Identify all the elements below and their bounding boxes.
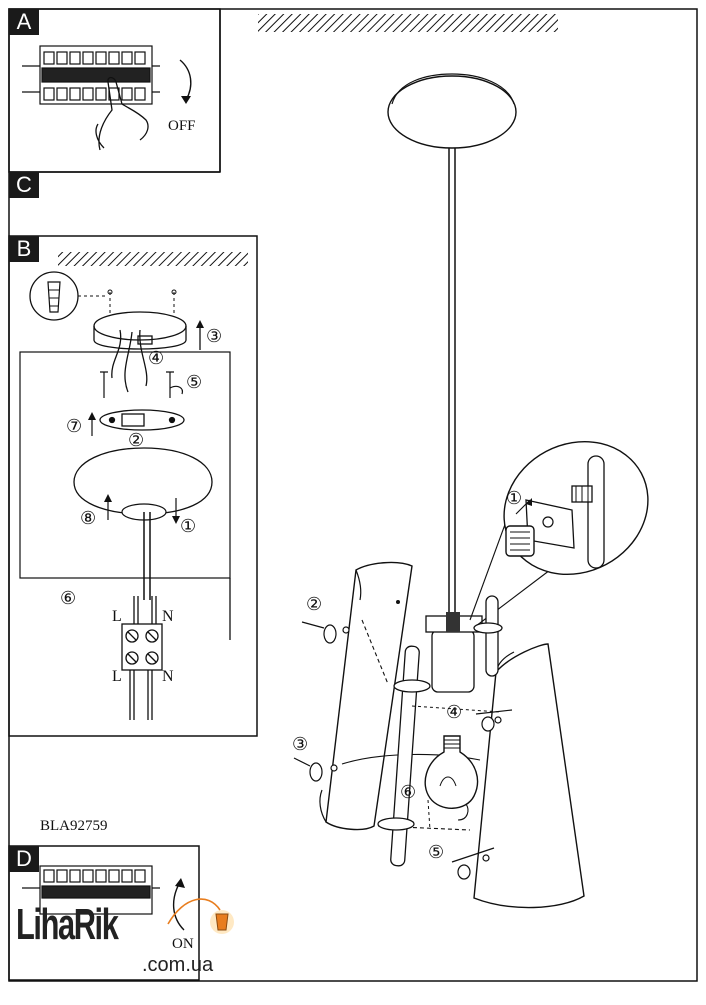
light-bulb-icon — [424, 735, 479, 821]
main-step-2-label: ② — [306, 594, 323, 615]
step-1-label-b: ① — [180, 516, 197, 537]
panel-a — [8, 8, 221, 173]
panel-c — [9, 9, 221, 173]
main-step-3-label: ③ — [292, 734, 309, 755]
panel-d — [8, 845, 200, 981]
main-illustration — [258, 14, 649, 909]
panel-c-letter: C — [9, 172, 39, 198]
wall-plug-icon — [29, 271, 106, 321]
socket-cup — [425, 612, 483, 693]
detail-zoom — [469, 440, 649, 627]
panel-b — [8, 235, 258, 737]
breaker-block-d — [22, 865, 160, 915]
main-step-1-label: ① — [506, 488, 523, 509]
main-step-5-label: ⑤ — [428, 842, 445, 863]
hand-icon — [95, 76, 149, 151]
terminal-n-top: N — [162, 608, 174, 625]
ceiling-hatch-b — [58, 252, 248, 266]
on-label: ON — [172, 936, 194, 952]
breaker-block-a — [22, 45, 160, 105]
step-6-label-b: ⑥ — [60, 588, 77, 609]
panel-a-letter: A — [9, 9, 39, 35]
main-canopy — [387, 73, 517, 149]
step-5-label-b: ⑤ — [186, 372, 203, 393]
main-step-4-label: ④ — [446, 702, 463, 723]
panel-d-letter: D — [9, 846, 39, 872]
step-arrow-7 — [88, 412, 96, 436]
step-8-label: ⑧ — [80, 508, 97, 529]
step-7-label: ⑦ — [66, 416, 83, 437]
step-arrow-3 — [196, 320, 204, 350]
ceiling-hatch-main — [258, 14, 558, 32]
mounting-rings — [377, 622, 503, 831]
watermark-domain: .com.ua — [142, 954, 214, 976]
mounting-bracket-b — [99, 409, 185, 431]
lamp-icon — [167, 898, 234, 934]
watermark-brand: LihaRik — [16, 900, 119, 949]
support-rods — [390, 595, 499, 867]
model-code: BLA92759 — [40, 818, 108, 834]
suspension-rod — [448, 148, 456, 620]
terminal-n-bottom: N — [162, 668, 174, 685]
step-arrow-8 — [104, 494, 112, 520]
panel-b-letter: B — [9, 236, 39, 262]
step-arrow-1 — [172, 498, 180, 524]
main-step-6-label: ⑥ — [400, 782, 417, 803]
screw-markers — [293, 621, 513, 880]
screws-b — [100, 371, 183, 398]
off-label: OFF — [168, 118, 196, 134]
terminal-l-bottom: L — [112, 668, 122, 685]
turn-off-arrow-icon — [179, 59, 192, 101]
step-4-label-b: ④ — [148, 348, 165, 369]
terminal-l-top: L — [112, 608, 122, 625]
canopy-b — [93, 311, 187, 393]
step-2-label-b: ② — [128, 430, 145, 451]
right-shade — [473, 643, 585, 909]
terminal-block — [121, 578, 231, 720]
step-3-label-b: ③ — [206, 326, 223, 347]
